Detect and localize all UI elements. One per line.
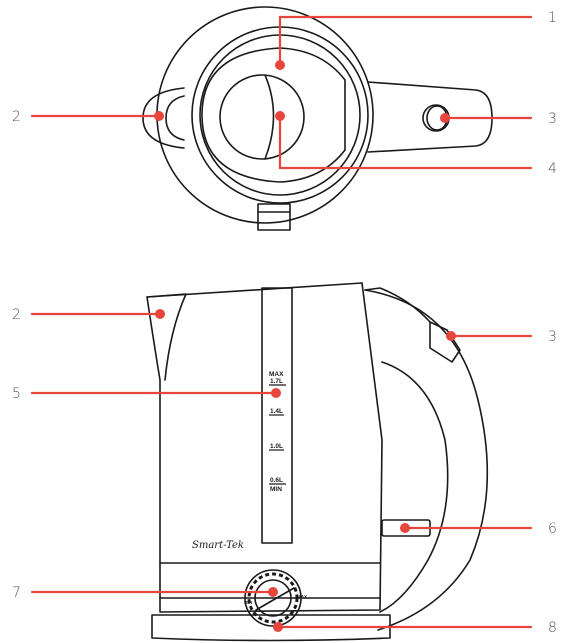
scale-max-label: MAX [269, 371, 284, 378]
callout-5: 5 [12, 386, 21, 402]
side-body [146, 282, 383, 613]
callout-3-side: 3 [548, 329, 557, 345]
callout-numbers: 1 2 3 4 2 3 5 6 7 8 [12, 10, 557, 636]
top-spout-inner [165, 95, 185, 141]
leader-3-side-dot [446, 331, 456, 341]
brand-logo: Smart-Tek [192, 540, 244, 551]
scale-06-label: 0.6L [270, 477, 283, 484]
callout-7: 7 [12, 585, 21, 601]
knob-dial[interactable] [254, 579, 292, 617]
scale-14-label: 1.4L [270, 408, 283, 415]
side-handle-outer [364, 289, 489, 631]
knob-pointer [255, 587, 295, 611]
leader-6-dot [400, 523, 410, 533]
callout-1: 1 [548, 10, 557, 26]
side-base-plate [151, 614, 391, 642]
top-lid-knob [219, 74, 305, 160]
scale-17-label: 1.7L [270, 378, 283, 385]
leader-8-dot [273, 622, 283, 632]
top-back-tab [257, 203, 291, 231]
top-view [142, 6, 493, 231]
knob-ring-dashed [247, 572, 299, 624]
knob-max-label: MAX [297, 594, 307, 599]
scale-min-label: MIN [270, 486, 282, 493]
leader-1-dot [275, 60, 285, 70]
top-spout [142, 87, 185, 149]
top-lid-knob-seam [264, 74, 275, 160]
callout-8: 8 [548, 620, 557, 636]
callout-3-top: 3 [548, 111, 557, 127]
knob-ring-outer[interactable] [244, 569, 302, 627]
side-handle-inner [379, 361, 449, 613]
leader-3-top-dot [440, 113, 450, 123]
leader-5-dot [271, 388, 281, 398]
top-handle-button [422, 104, 450, 132]
side-handle-cap [364, 287, 431, 323]
leader-7-dot [268, 587, 278, 597]
side-view [146, 282, 489, 642]
leader-4-dot [275, 111, 285, 121]
callout-2-top: 2 [12, 109, 21, 125]
scale-10-label: 1.0L [270, 443, 283, 450]
water-scale: MAX 1.7L 1.4L 1.0L 0.6L MIN [269, 371, 284, 493]
leader-2-side-dot [155, 309, 165, 319]
side-spout [146, 293, 187, 381]
callout-2-side: 2 [12, 307, 21, 323]
side-switch [429, 321, 461, 363]
callout-6: 6 [548, 521, 557, 537]
callout-4: 4 [548, 161, 557, 177]
leader-2-top-dot [154, 111, 164, 121]
top-body-outline [156, 6, 374, 224]
knob-min-label: MIN [244, 600, 252, 605]
side-water-window [261, 287, 293, 544]
callout-leaders [30, 15, 533, 632]
top-lid-panel [201, 47, 346, 183]
